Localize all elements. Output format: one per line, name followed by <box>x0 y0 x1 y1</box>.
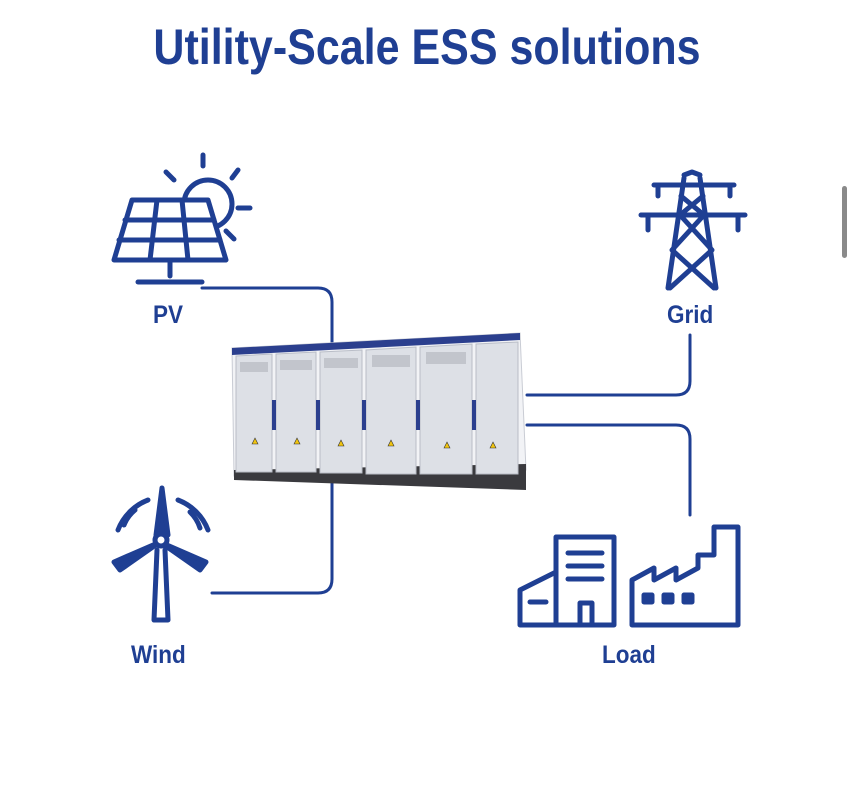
wind-turbine-icon <box>111 485 211 623</box>
battery-cabinet-icon <box>231 332 527 490</box>
page-title: Utility-Scale ESS solutions <box>153 19 701 75</box>
pv-connector <box>200 286 334 347</box>
solar-panel-sun-icon <box>111 152 253 285</box>
scrollbar-thumb[interactable] <box>842 186 847 258</box>
grid-connector <box>525 333 692 397</box>
connector-lines <box>200 286 692 595</box>
office-factory-icon <box>517 524 741 628</box>
wind-connector <box>210 476 334 595</box>
pv-label: PV <box>153 301 184 329</box>
grid-label: Grid <box>667 301 714 329</box>
transmission-tower-icon <box>638 169 748 291</box>
wind-label: Wind <box>131 641 186 669</box>
load-label: Load <box>602 641 656 669</box>
load-connector <box>525 423 692 517</box>
